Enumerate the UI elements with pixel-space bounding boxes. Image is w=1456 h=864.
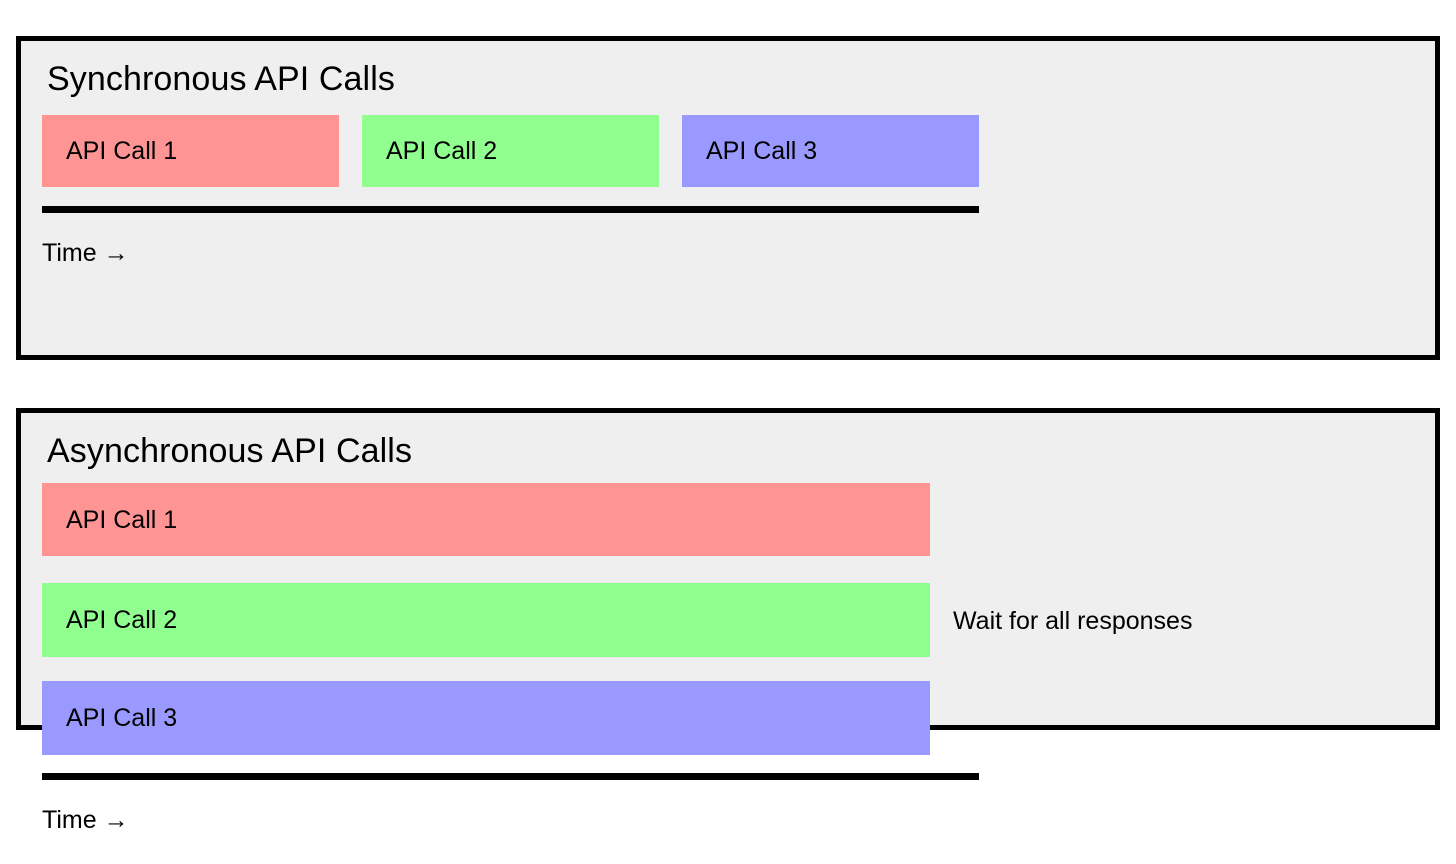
panel-asynchronous: Asynchronous API Calls bbox=[16, 408, 1440, 730]
sync-time-axis-label: Time → bbox=[42, 239, 129, 267]
sync-bar-api-call-2-label: API Call 2 bbox=[386, 137, 498, 165]
sync-bar-api-call-3-label: API Call 3 bbox=[706, 137, 818, 165]
async-time-axis-label: Time → bbox=[42, 806, 129, 834]
wait-for-all-responses-annotation: Wait for all responses bbox=[953, 607, 1193, 635]
sync-bar-api-call-3: API Call 3 bbox=[682, 115, 979, 187]
panel-synchronous-title: Synchronous API Calls bbox=[47, 60, 395, 98]
async-bar-api-call-3-label: API Call 3 bbox=[66, 704, 178, 732]
sync-bar-api-call-2: API Call 2 bbox=[362, 115, 659, 187]
panel-asynchronous-title: Asynchronous API Calls bbox=[47, 432, 413, 470]
sync-bar-api-call-1-label: API Call 1 bbox=[66, 137, 178, 165]
async-bar-api-call-1-label: API Call 1 bbox=[66, 505, 178, 534]
async-bar-api-call-3: API Call 3 bbox=[42, 681, 930, 755]
sync-timeline-axis bbox=[42, 206, 979, 213]
async-bar-api-call-1: API Call 1 bbox=[42, 483, 930, 556]
async-timeline-axis bbox=[42, 773, 979, 780]
async-bar-api-call-2: API Call 2 bbox=[42, 583, 930, 657]
sync-bar-api-call-1: API Call 1 bbox=[42, 115, 339, 187]
panel-synchronous: Synchronous API Calls bbox=[16, 36, 1440, 360]
async-bar-api-call-2-label: API Call 2 bbox=[66, 606, 178, 634]
